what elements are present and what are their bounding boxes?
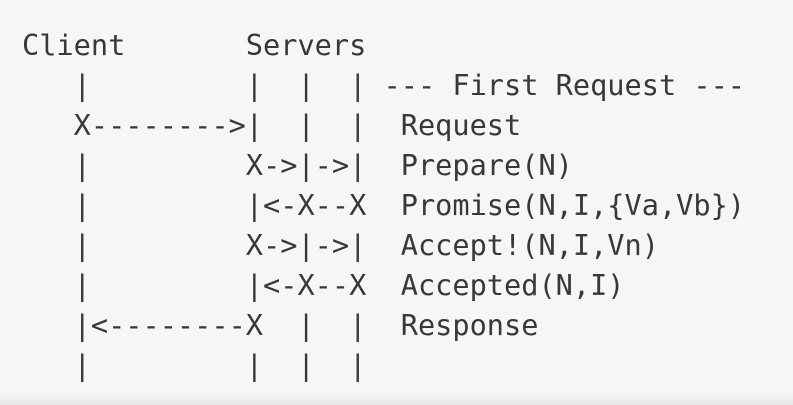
ascii-row-promise: | |<-X--X Promise(N,I,{Va,Vb}) [22, 188, 746, 222]
ascii-row-header: Client Servers [22, 28, 367, 62]
ascii-row-prepare: | X->|->| Prepare(N) [22, 148, 573, 182]
ascii-row-accept: | X->|->| Accept!(N,I,Vn) [22, 228, 659, 262]
bottom-edge-shade [0, 393, 793, 405]
ascii-row-first-request-divider: | | | | --- First Request --- [22, 68, 746, 102]
ascii-row-accepted: | |<-X--X Accepted(N,I) [22, 268, 625, 302]
ascii-art-block: Client Servers | | | | --- First Request… [22, 25, 745, 385]
ascii-row-trailing-lifelines: | | | | [22, 348, 367, 382]
ascii-row-response: |<--------X | | Response [22, 308, 539, 342]
ascii-row-request: X-------->| | | Request [22, 108, 522, 142]
